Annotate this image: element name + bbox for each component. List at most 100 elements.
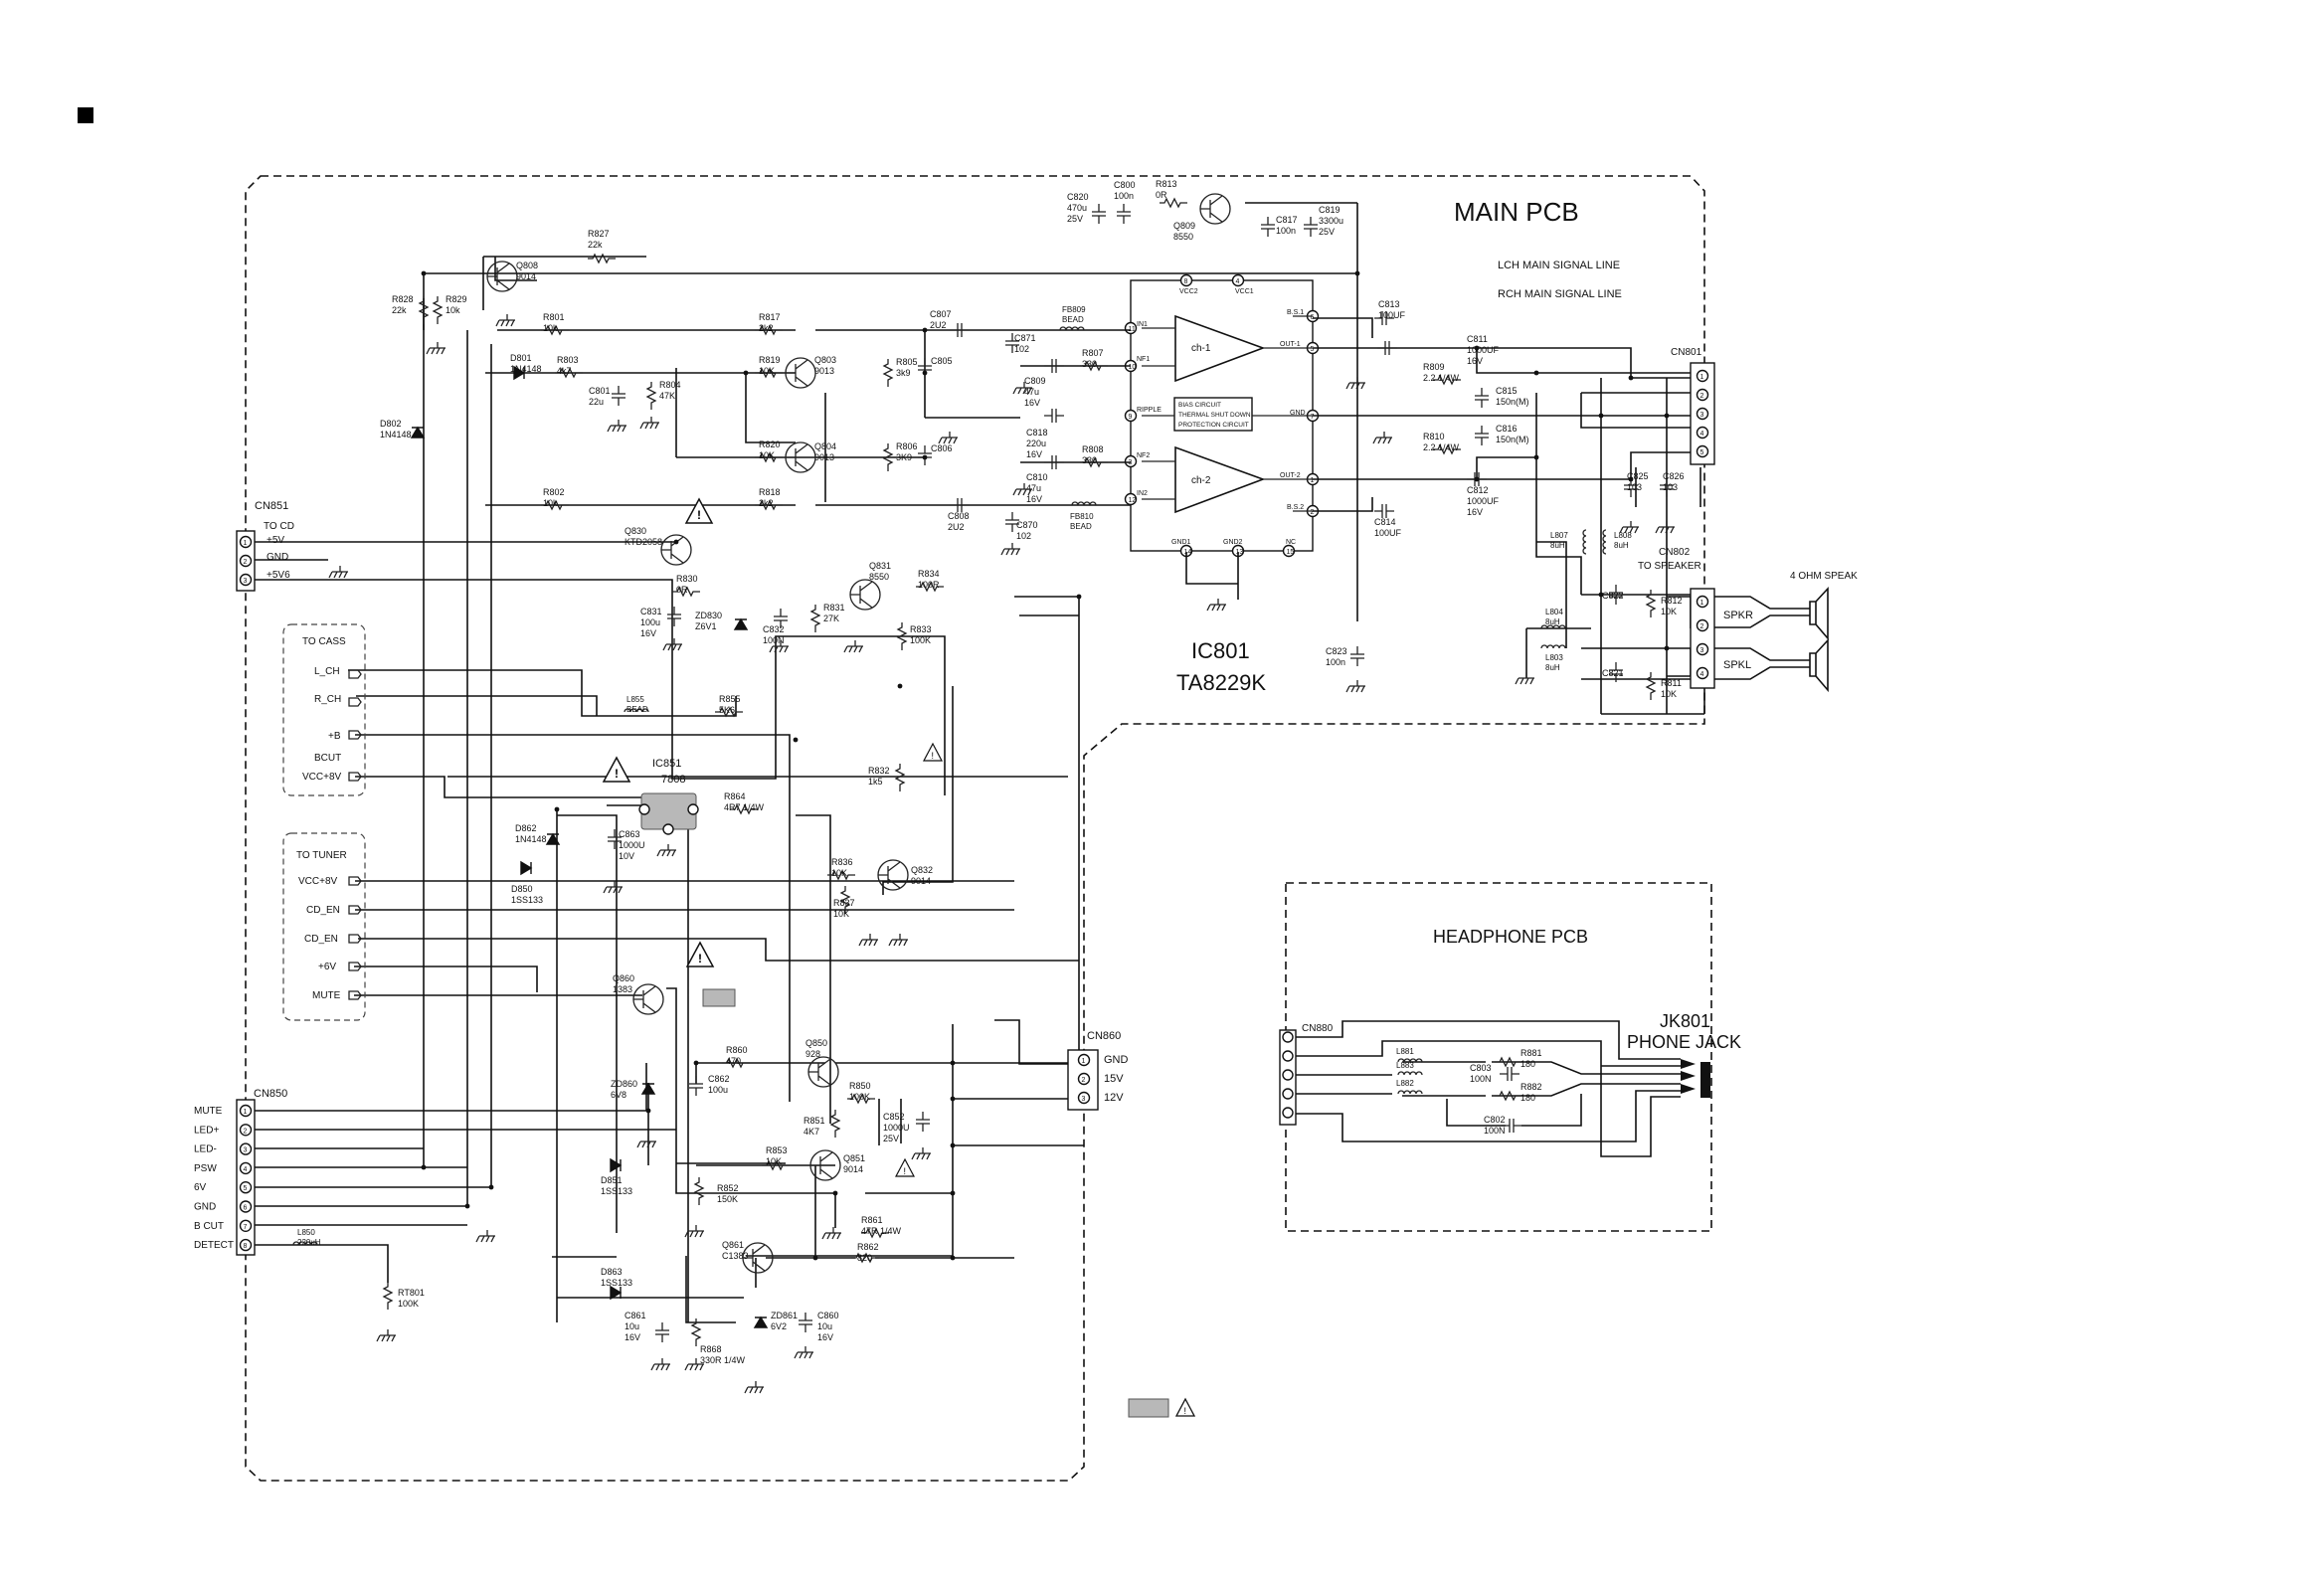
resistor-ref: R836 bbox=[831, 857, 853, 867]
resistor-symbol bbox=[896, 622, 908, 650]
cn801-pin bbox=[1696, 444, 1709, 458]
capacitor-ref: C831 bbox=[640, 607, 662, 616]
wire-junction bbox=[1664, 645, 1670, 651]
resistor-symbol bbox=[1645, 672, 1657, 700]
ic801-pin-number: 11 bbox=[1129, 326, 1136, 333]
resistor-symbol bbox=[916, 581, 944, 593]
transistor-part: C1383 bbox=[722, 1251, 749, 1261]
resistor-value: 10K bbox=[759, 366, 775, 376]
capacitor-symbol bbox=[1350, 646, 1364, 666]
ground-symbol bbox=[1372, 432, 1392, 444]
diode-ref: D862 bbox=[515, 823, 537, 833]
capacitor-symbol bbox=[1500, 1067, 1520, 1081]
capacitor-symbol bbox=[1005, 333, 1019, 353]
resistor-symbol bbox=[672, 586, 700, 598]
rch-legend: RCH MAIN SIGNAL LINE bbox=[1498, 288, 1622, 300]
resistor-ref: R804 bbox=[659, 380, 681, 390]
resistor-symbol bbox=[645, 382, 657, 410]
cn801-pin bbox=[1696, 369, 1709, 383]
pin-in2: IN2 bbox=[1137, 490, 1148, 497]
inductor-ref: L808 bbox=[1614, 531, 1632, 540]
diode-symbol bbox=[513, 365, 526, 381]
diode-part: 1N4148 bbox=[380, 430, 412, 439]
resistor-value: 100K bbox=[398, 1299, 419, 1309]
speaker-wires bbox=[1714, 596, 1790, 680]
capacitor-value: 16V bbox=[1467, 507, 1483, 517]
inductor-ref: L882 bbox=[1396, 1079, 1414, 1088]
inductor-ref: L803 bbox=[1545, 653, 1563, 662]
capacitor-ref: C823 bbox=[1326, 646, 1347, 656]
legend-swatch bbox=[1128, 1398, 1169, 1418]
transistor-leads bbox=[661, 536, 684, 564]
tuner-pin-tab bbox=[348, 990, 362, 1000]
capacitor-value: 103 bbox=[1663, 482, 1678, 492]
resistor-value: 4K7 bbox=[804, 1127, 819, 1137]
inductor-value: 8uH bbox=[1545, 663, 1560, 672]
to-tuner-box bbox=[282, 832, 366, 1021]
spkl-label: SPKL bbox=[1723, 659, 1751, 671]
wire-junction bbox=[1628, 476, 1634, 482]
capacitor-symbol bbox=[1609, 662, 1623, 682]
ic801-ref: IC801 bbox=[1191, 638, 1250, 663]
cn850-pin bbox=[239, 1180, 253, 1194]
cn860-pin1: GND bbox=[1104, 1054, 1129, 1066]
diode-part: Z6V1 bbox=[695, 621, 717, 631]
ch1-label: ch-1 bbox=[1191, 343, 1211, 354]
ch2-label: ch-2 bbox=[1191, 475, 1211, 486]
ground-symbol bbox=[426, 342, 446, 355]
diode-part: 6V2 bbox=[771, 1321, 787, 1331]
svg-text:!: ! bbox=[615, 767, 619, 781]
cn850-pin-number: 4 bbox=[244, 1166, 248, 1173]
resistor-value: 100K bbox=[910, 635, 931, 645]
cn801-pin-number: 4 bbox=[1700, 431, 1704, 438]
resistor-symbol bbox=[1645, 590, 1657, 617]
inductor-symbol bbox=[1540, 624, 1566, 629]
ground-symbol bbox=[1206, 599, 1226, 612]
diode-part: 1SS133 bbox=[511, 895, 543, 905]
ic851-regulator: IC851 7808 bbox=[638, 758, 699, 835]
resistor-symbol bbox=[690, 1318, 702, 1346]
cn850-pin-number: 5 bbox=[244, 1185, 248, 1192]
inductor-ref: L881 bbox=[1396, 1047, 1414, 1056]
capacitor-ref: C861 bbox=[625, 1311, 646, 1320]
wire-junction bbox=[421, 270, 427, 276]
wire-junction bbox=[693, 1060, 699, 1066]
pin-nc: NC bbox=[1286, 539, 1296, 546]
capacitor-value: 103 bbox=[1627, 482, 1642, 492]
capacitor-symbol bbox=[1304, 217, 1318, 237]
tuner-cden2: CD_EN bbox=[304, 934, 338, 945]
resistor-value: 150K bbox=[717, 1194, 738, 1204]
capacitor-symbol bbox=[1044, 359, 1064, 373]
resistor-symbol bbox=[1433, 443, 1461, 455]
inductor-value: 8uH bbox=[1550, 541, 1565, 550]
resistor-ref: R809 bbox=[1423, 362, 1445, 372]
cn850-pin-label: GND bbox=[194, 1202, 216, 1213]
ground-symbol bbox=[1012, 483, 1032, 496]
transistor-part: 9014 bbox=[516, 271, 536, 281]
diode-symbol bbox=[520, 860, 533, 876]
cn850-pin-number: 2 bbox=[244, 1128, 248, 1135]
resistor-ref: R811 bbox=[1661, 678, 1682, 688]
inductor-ref: FB809 bbox=[1062, 305, 1086, 314]
cn860-pin-number: 3 bbox=[1082, 1096, 1086, 1103]
resistor-symbol bbox=[1433, 374, 1461, 386]
resistor-ref: R862 bbox=[857, 1242, 879, 1252]
resistor-ref: R830 bbox=[676, 574, 698, 584]
pin-nf2: NF2 bbox=[1137, 452, 1150, 459]
resistor-symbol bbox=[851, 1252, 879, 1264]
capacitor-symbol bbox=[1475, 426, 1489, 445]
capacitor-ref: C852 bbox=[883, 1112, 905, 1122]
cn880-ref: CN880 bbox=[1302, 1023, 1334, 1034]
capacitor-ref: C863 bbox=[619, 829, 640, 839]
pin-gnd2: GND2 bbox=[1223, 539, 1243, 546]
ground-symbol bbox=[1515, 672, 1534, 685]
diode-ref: ZD861 bbox=[771, 1311, 798, 1320]
capacitor-ref: C814 bbox=[1374, 517, 1396, 527]
cn850-pin-label: 6V bbox=[194, 1182, 207, 1193]
diode-ref: D850 bbox=[511, 884, 533, 894]
ic801-pin bbox=[1179, 273, 1193, 287]
capacitor-value: 47u bbox=[1024, 387, 1039, 397]
wire-junction bbox=[1628, 375, 1634, 381]
diode-ref: D851 bbox=[601, 1175, 623, 1185]
